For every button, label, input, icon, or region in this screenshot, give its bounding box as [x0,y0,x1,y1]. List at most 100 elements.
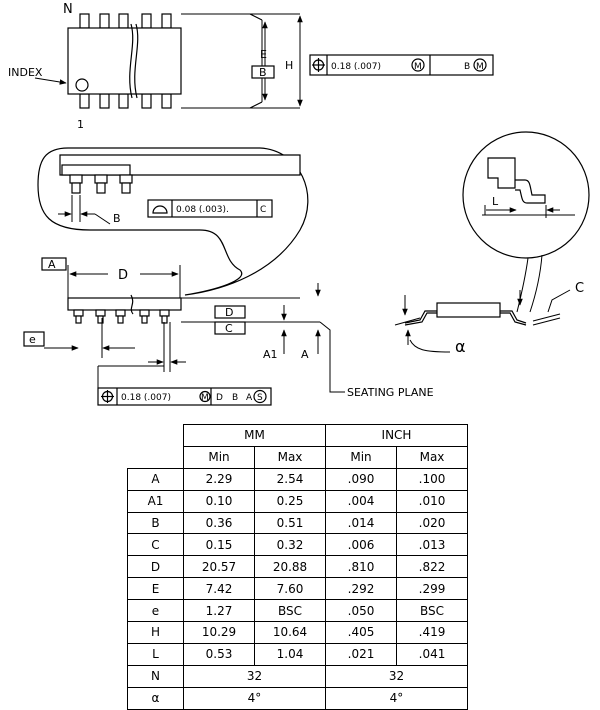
table-row: C 0.15 0.32 .006 .013 [127,533,468,557]
table-row: L 0.53 1.04 .021 .041 [127,642,468,666]
inch-min: .021 [325,642,397,666]
end-body [436,302,501,318]
mm-min: 0.15 [183,533,255,557]
inch-min: .014 [325,511,397,535]
mm-min: 0.10 [183,489,255,513]
row-symbol: B [127,511,184,535]
d-length-label: D [118,268,128,283]
row-symbol: A [127,467,184,491]
b-datum-label: B [259,66,267,79]
row-symbol: N [127,664,184,688]
table-row: α 4° 4° [127,686,468,710]
e-pitch-label: e [29,333,36,346]
inch-min-header: Min [325,445,397,469]
side-view [23,257,345,406]
mm-max: 2.54 [254,467,326,491]
b-lead-label: B [113,212,121,225]
fcf-top-m: M [414,62,422,72]
row-symbol: L [127,642,184,666]
mm-min: 0.36 [183,511,255,535]
seating-plane-label: SEATING PLANE [347,386,434,399]
table-row: N 32 32 [127,664,468,688]
fcf-bottom-d3: A [246,393,253,403]
mm-value: 32 [183,664,326,688]
fcf-bottom-s: S [257,393,263,403]
lead-form-bubble [462,131,590,259]
fcf-bottom-tolerance: 0.18 (.007) [121,393,171,403]
fcf-flatness-datum: C [260,205,266,215]
d-datum-label: D [225,306,233,319]
mm-min: 10.29 [183,621,255,644]
dimension-table: MM INCH Min Max Min Max A 2.29 2.54 .090… [127,424,468,710]
index-dot [75,78,89,92]
table-corner [128,446,184,468]
inch-max: BSC [396,599,468,623]
table-row: B 0.36 0.51 .014 .020 [127,511,468,535]
table-row: E 7.42 7.60 .292 .299 [127,577,468,601]
mm-header: MM [183,424,326,447]
table-row: H 10.29 10.64 .405 .419 [127,621,468,644]
a-height-label: A [301,348,309,361]
row-symbol: α [127,686,184,710]
row-symbol: D [127,555,184,579]
table-row: A 2.29 2.54 .090 .100 [127,467,468,491]
mm-max: 10.64 [254,621,326,644]
inch-max: .010 [396,489,468,513]
inch-min: .004 [325,489,397,513]
inch-min: .405 [325,621,397,644]
inch-min: .006 [325,533,397,557]
inch-header: INCH [325,424,468,447]
a-datum-label: A [48,258,56,271]
inch-min: .090 [325,467,397,491]
package-drawing: N INDEX 1 E B H 0.18 (.007) M B M B 0.08… [8,2,590,406]
pin-n-label: N [63,2,73,17]
row-symbol: A1 [127,489,184,513]
mm-max: 20.88 [254,555,326,579]
top-view [34,13,494,109]
row-symbol: H [127,621,184,644]
inch-min: .292 [325,577,397,601]
table-row: A1 0.10 0.25 .004 .010 [127,489,468,513]
mm-value: 4° [183,686,326,710]
c-datum-label: C [225,322,233,335]
side-body [67,297,182,311]
index-label: INDEX [8,66,43,79]
e-width-label: E [260,48,267,61]
mm-max-header: Max [254,445,326,469]
table-sub-header-row: Min Max Min Max [128,445,468,469]
table-corner [128,425,184,447]
inch-min: .810 [325,555,397,579]
table-row: D 20.57 20.88 .810 .822 [127,555,468,579]
fcf-top [309,54,494,76]
table-row: e 1.27 BSC .050 BSC [127,599,468,623]
end-view [394,131,590,353]
mm-max: 0.25 [254,489,326,513]
mm-max: 7.60 [254,577,326,601]
row-symbol: E [127,577,184,601]
fcf-bottom [97,387,272,406]
inch-min: .050 [325,599,397,623]
fcf-bottom-d2: B [232,393,238,403]
lead-detail-bubble [37,147,309,296]
fcf-top-tolerance: 0.18 (.007) [331,62,381,72]
inch-max: .419 [396,621,468,644]
mm-min: 20.57 [183,555,255,579]
inch-max: .822 [396,555,468,579]
fcf-flatness-tolerance: 0.08 (.003). [176,205,229,215]
mm-min: 2.29 [183,467,255,491]
inch-max: .013 [396,533,468,557]
alpha-label: α [455,337,466,356]
c-thickness-label: C [575,281,584,296]
fcf-top-datum-m: M [476,62,484,72]
inch-max: .299 [396,577,468,601]
mm-min: 7.42 [183,577,255,601]
mm-min-header: Min [183,445,255,469]
row-symbol: C [127,533,184,557]
fcf-top-datum: B [464,62,470,72]
fcf-bottom-d1: D [216,393,223,403]
mm-max: 0.51 [254,511,326,535]
table-group-header-row: MM INCH [128,424,468,447]
inch-max-header: Max [396,445,468,469]
inch-value: 4° [325,686,468,710]
top-body [67,27,182,95]
